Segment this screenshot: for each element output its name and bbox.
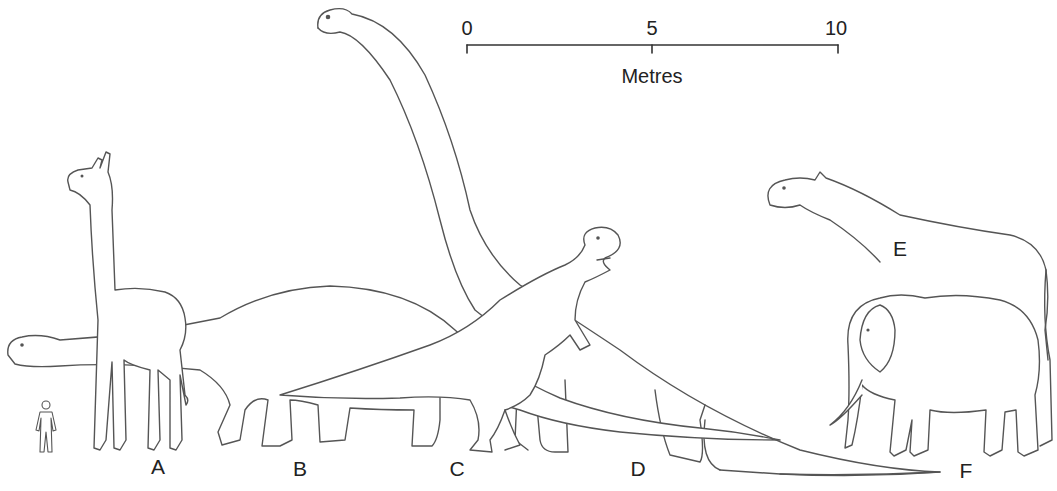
figure-letter: F — [960, 460, 973, 481]
human-figure — [36, 401, 56, 452]
scale-tick-label: 10 — [825, 18, 847, 38]
scale-unit-label: Metres — [621, 66, 682, 86]
figure-letter: D — [630, 458, 645, 479]
mammal-a — [68, 152, 188, 450]
figure-letter: B — [293, 458, 307, 479]
elephant-f — [830, 295, 1039, 456]
scale-tick-label: 5 — [646, 18, 657, 38]
scale-bar — [467, 45, 838, 53]
sauropod-d-tail — [780, 472, 940, 475]
figure-letter: C — [449, 458, 464, 479]
scale-tick-label: 0 — [461, 18, 472, 38]
figure-letter: A — [151, 456, 165, 477]
theropod-c — [280, 227, 620, 452]
figure-letter: E — [893, 238, 907, 259]
